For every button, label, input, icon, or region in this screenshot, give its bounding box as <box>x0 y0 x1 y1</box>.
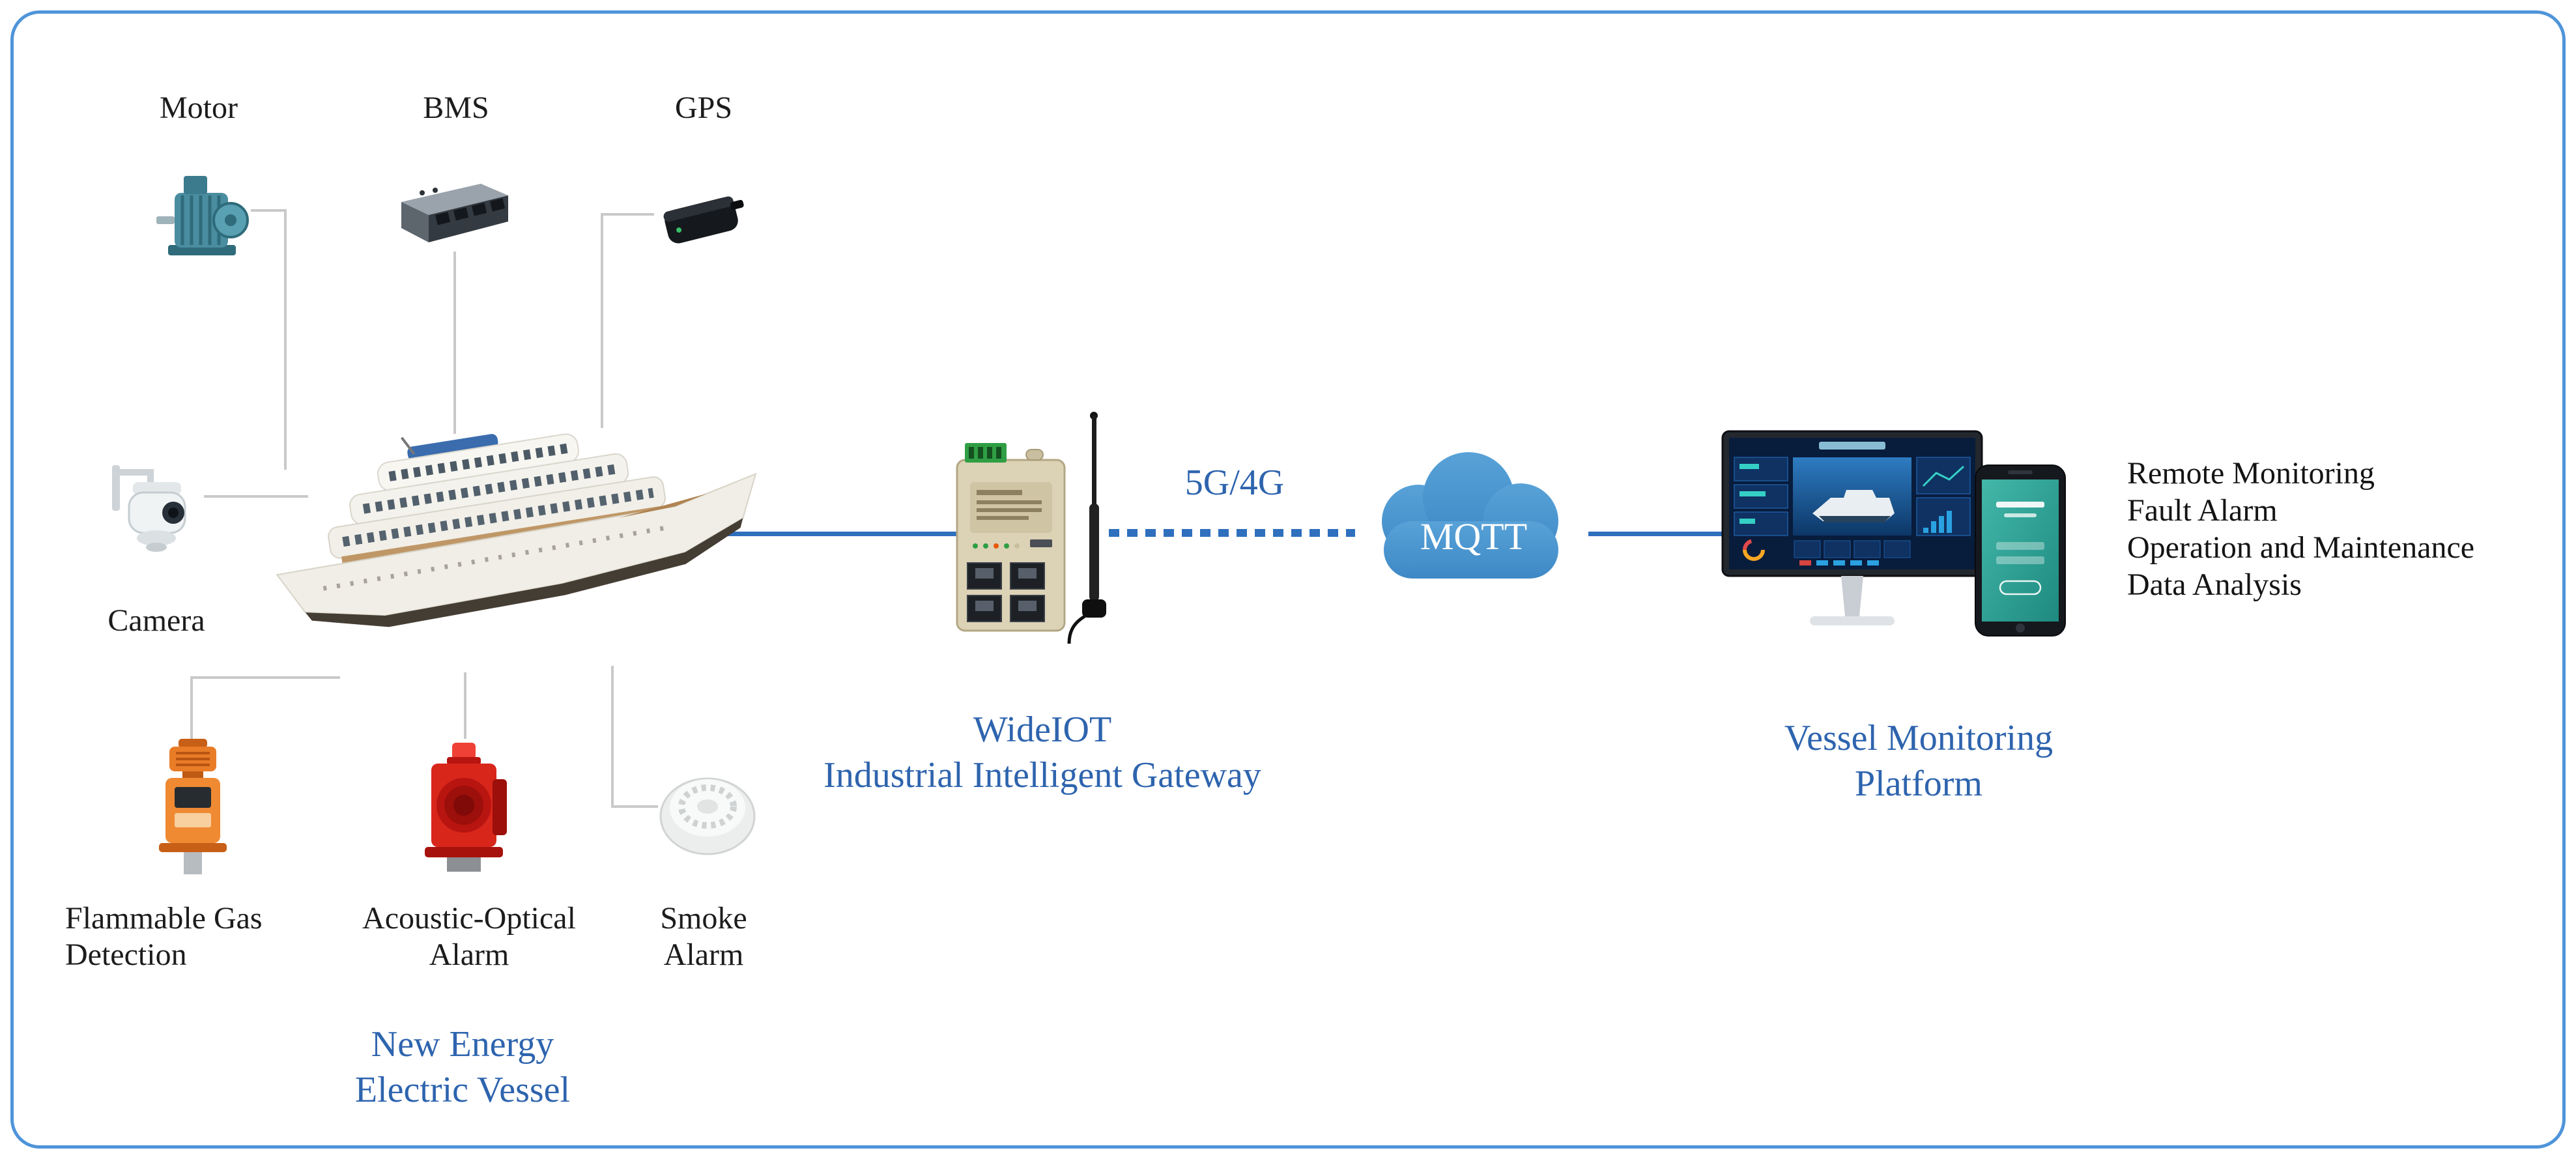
gas-detection-label: Flammable Gas Detection <box>65 901 263 972</box>
connector-smoke-vertical <box>611 666 614 808</box>
platform-caption: Vessel Monitoring Platform <box>1784 718 2054 804</box>
acoustic-optical-alarm-icon <box>409 737 517 878</box>
motor-icon <box>156 162 251 263</box>
smoke-alarm-icon <box>657 754 758 862</box>
vessel-illustration <box>240 382 785 713</box>
vessel-caption: New Energy Electric Vessel <box>354 1024 571 1110</box>
connector-camera-horizontal <box>204 495 308 498</box>
connector-ship-gateway <box>722 532 956 536</box>
connector-motor-vertical <box>284 209 287 470</box>
camera-icon <box>109 456 204 570</box>
connector-bms-vertical <box>453 251 456 434</box>
bms-icon <box>390 175 513 251</box>
cloud-icon <box>1382 452 1558 579</box>
link-5g4g-label: 5G/4G <box>1184 463 1285 503</box>
smoke-alarm-label: Smoke Alarm <box>660 901 747 972</box>
connector-gateway-cloud-dashed <box>1109 529 1355 537</box>
connector-gps-vertical <box>601 213 603 428</box>
connector-gas-vertical <box>190 676 193 739</box>
gas-detector-icon <box>149 737 236 878</box>
gateway-caption: WideIOT Industrial Intelligent Gateway <box>823 709 1261 795</box>
connector-gas-horizontal <box>190 676 340 679</box>
gps-label: GPS <box>674 91 733 125</box>
connector-alarm-vertical <box>464 672 466 739</box>
connector-motor-horizontal <box>251 209 287 212</box>
monitor-icon <box>1721 430 1983 646</box>
acoustic-optical-alarm-label: Acoustic-Optical Alarm <box>362 901 576 972</box>
antenna-icon <box>1067 412 1106 644</box>
platform-feature-list: Remote Monitoring Fault Alarm Operation … <box>2127 455 2474 603</box>
gps-icon <box>651 171 752 262</box>
outer-frame-border <box>10 10 2566 1149</box>
feature-operation-maintenance: Operation and Maintenance <box>2127 530 2475 565</box>
mqtt-cloud: MQTT <box>1350 444 1597 597</box>
feature-fault-alarm: Fault Alarm <box>2127 493 2278 528</box>
connector-cloud-monitor <box>1588 532 1726 536</box>
camera-label: Camera <box>107 603 205 638</box>
motor-label: Motor <box>160 91 238 125</box>
mqtt-label: MQTT <box>1420 515 1528 558</box>
smartphone-icon <box>1974 464 2067 637</box>
connector-smoke-horizontal <box>611 805 658 808</box>
feature-remote-monitoring: Remote Monitoring <box>2127 456 2375 491</box>
gateway-device-icon <box>948 409 1111 680</box>
bms-label: BMS <box>423 91 489 125</box>
connector-gps-horizontal <box>601 213 654 216</box>
feature-data-analysis: Data Analysis <box>2127 567 2302 602</box>
